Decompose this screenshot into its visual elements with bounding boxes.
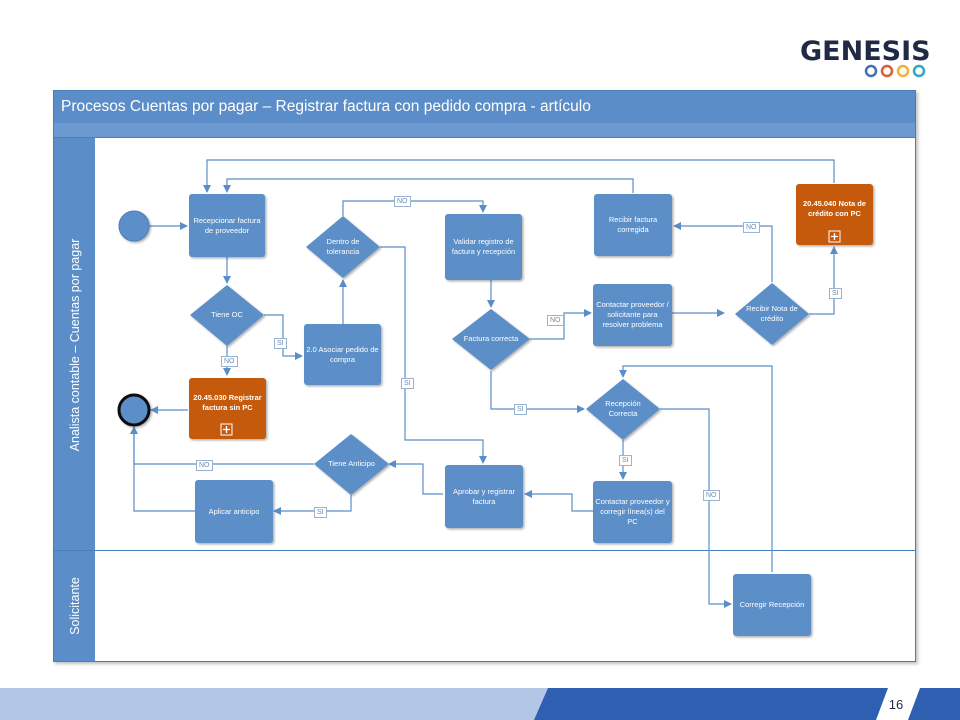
subprocess-2045040-label: 20.45.040 Nota de crédito con PC — [803, 199, 866, 218]
flow-nota-no — [673, 222, 773, 282]
gateway-recibir-nota-label: Recibir Nota de crédito — [746, 304, 798, 323]
flow-label-si: SI — [829, 288, 842, 299]
task-recibir-corregida-label: Recibir factura corregida — [608, 215, 658, 234]
flow-tolerancia-no — [342, 200, 487, 216]
subprocess-2045030-marker — [220, 423, 233, 436]
task-contactar1-label: Contactar proveedor / solicitante para r… — [596, 300, 669, 329]
page-number: 16 — [888, 697, 904, 712]
end-event — [117, 393, 151, 427]
lane-analista: Analista contable – Cuentas por pagar — [54, 137, 915, 551]
flow-label-si: SI — [514, 404, 527, 415]
gateway-dentro-tolerancia — [306, 216, 380, 278]
logo-text: GENESIS — [800, 36, 931, 67]
gateway-dentro-tolerancia-label: Dentro de tolerancia — [326, 237, 360, 256]
flow-label-no: NO — [221, 356, 238, 367]
lane-label-solicitante: Solicitante — [54, 551, 95, 661]
task-aprobar-label: Aprobar y registrar factura — [452, 486, 516, 506]
task-recepcionar — [189, 194, 265, 257]
task-contactar2 — [593, 481, 672, 543]
flow-aprobar-anticipo — [388, 460, 443, 495]
gateway-tiene-anticipo — [314, 434, 389, 495]
pool-title: Procesos Cuentas por pagar – Registrar f… — [54, 91, 915, 123]
plus-icon — [831, 233, 838, 240]
task-corregir-recepcion — [733, 574, 811, 636]
task-validar-label: Validar registro de factura y recepción — [451, 237, 516, 256]
lane-label-analista: Analista contable – Cuentas por pagar — [54, 138, 95, 551]
start-event — [118, 210, 150, 242]
subprocess-2045040 — [796, 184, 873, 245]
flow-label-no: NO — [703, 490, 720, 501]
gateway-factura-correcta — [452, 309, 530, 370]
logo-rings-icon — [864, 64, 926, 78]
subprocess-2045030 — [189, 378, 266, 439]
task-recepcionar-label: Recepcionar factura de proveedor — [193, 215, 261, 235]
task-asociar — [304, 324, 381, 385]
task-aprobar — [445, 465, 523, 528]
flow-label-no: NO — [196, 460, 213, 471]
flow-label-si: SI — [314, 507, 327, 518]
task-aplicar-anticipo-label: Aplicar anticipo — [208, 506, 260, 516]
flow-label-no: NO — [394, 196, 411, 207]
gateway-factura-correcta-label: Factura correcta — [463, 334, 519, 344]
gateway-recepcion-correcta-label: Recepción Correcta — [605, 399, 641, 418]
flow-anticipo-si — [273, 495, 352, 515]
gateway-recepcion-correcta — [586, 379, 660, 440]
pool-title-band — [54, 123, 915, 137]
task-recibir-corregida — [594, 194, 672, 256]
flow-corregida-loop — [223, 178, 634, 193]
flow-factura-no — [530, 309, 592, 340]
task-contactar1 — [593, 284, 672, 346]
gateway-tiene-oc — [190, 285, 264, 346]
task-aplicar-anticipo — [195, 480, 273, 543]
flow-label-si: SI — [274, 338, 287, 349]
task-corregir-recepcion-label: Corregir Recepción — [739, 600, 805, 610]
flow-label-no: NO — [547, 315, 564, 326]
subprocess-2045040-marker — [828, 230, 841, 243]
flow-aplicar-end — [133, 428, 195, 512]
flow-label-si: SI — [619, 455, 632, 466]
gateway-tiene-oc-label: Tiene OC — [211, 310, 243, 320]
flow-factura-si — [490, 371, 585, 413]
task-contactar2-label: Contactar proveedor y corregir línea(s) … — [595, 497, 670, 526]
flow-tieneoc-si — [264, 314, 303, 360]
flow-nota-si — [809, 246, 838, 315]
subprocess-2045030-label: 20.45.030 Registrar factura sin PC — [193, 393, 262, 412]
flow-tolerancia-si — [380, 246, 487, 464]
flow-corregir-loop — [619, 365, 773, 572]
genesis-logo: GENESIS — [800, 36, 931, 80]
lane-solicitante: Solicitante — [54, 550, 915, 661]
flow-label-si: SI — [401, 378, 414, 389]
flow-nota-loop — [203, 159, 835, 193]
flow-contactar2-aprobar — [524, 490, 593, 512]
gateway-recibir-nota — [735, 283, 809, 345]
plus-icon — [223, 426, 230, 433]
flow-recepcion-no — [660, 408, 732, 608]
gateway-tiene-anticipo-label: Tiene Anticipo — [328, 459, 375, 469]
flow-label-no: NO — [743, 222, 760, 233]
task-validar — [445, 214, 522, 280]
task-asociar-label: 2.0 Asociar pedido de compra — [306, 344, 379, 364]
